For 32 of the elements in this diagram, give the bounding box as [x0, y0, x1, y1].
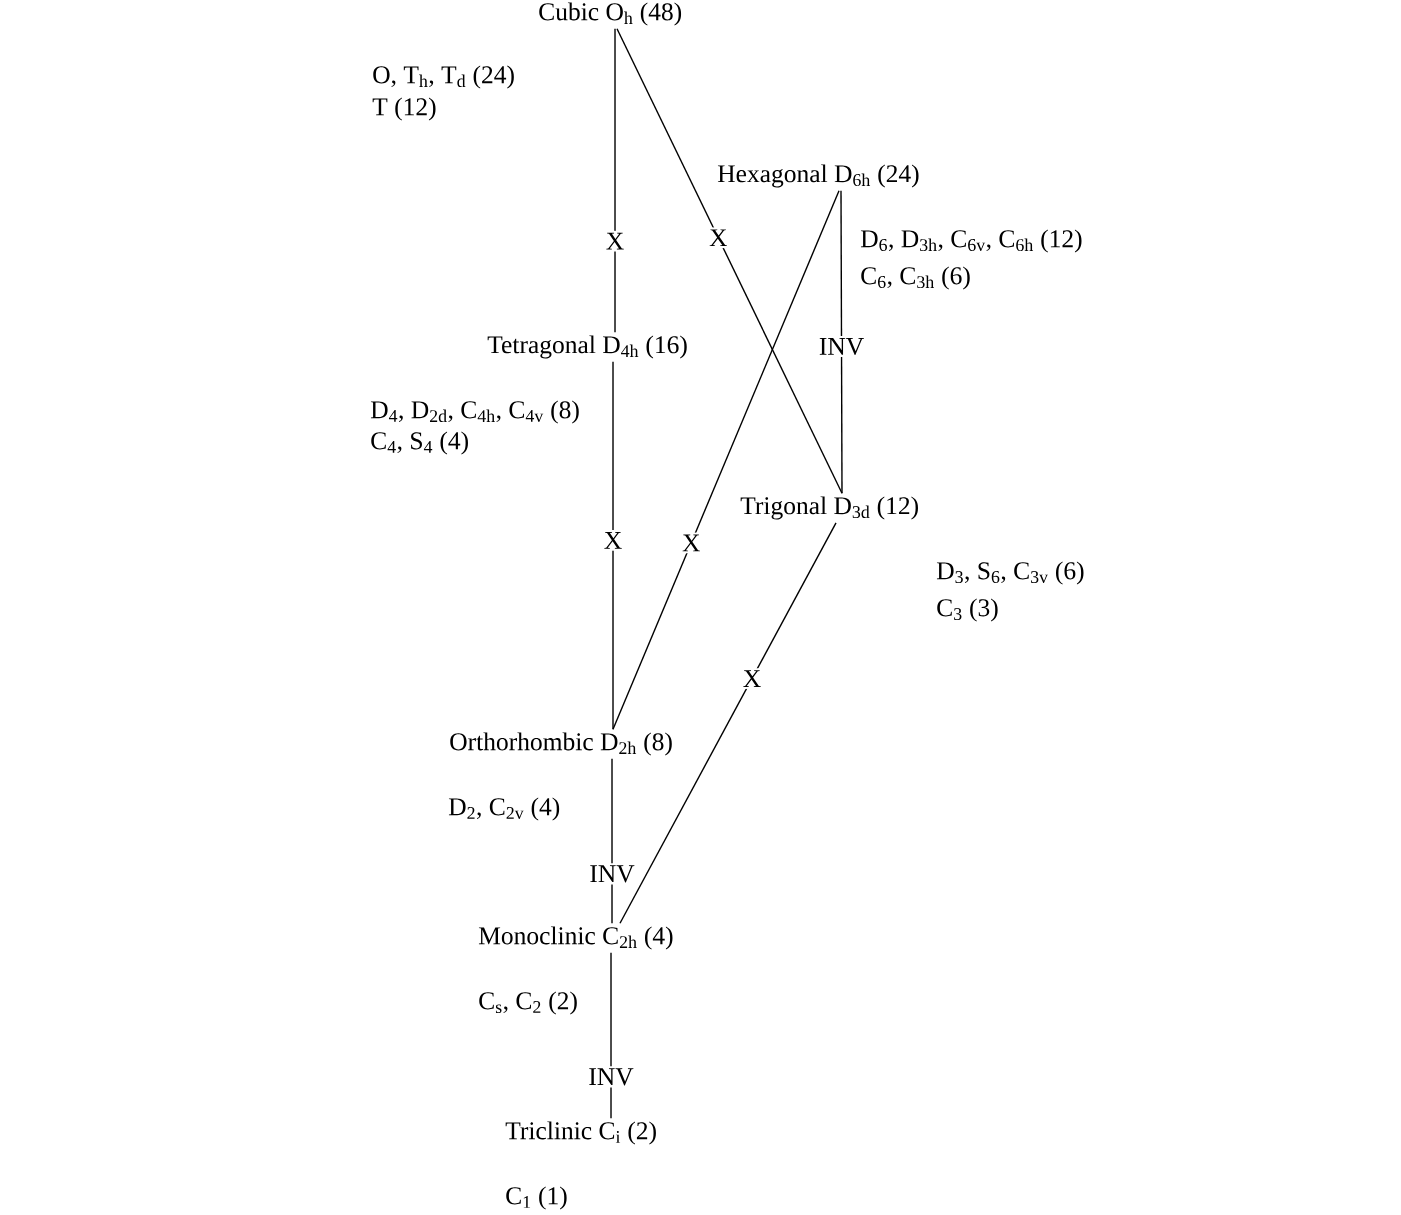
subgroup-label: D$_{3}$, S$_{6}$, C$_{3v}$ (6) [936, 561, 1084, 585]
edge-label: X [740, 668, 764, 689]
system-label: Trigonal D$_{3d}$ (12) [740, 496, 918, 520]
edge-label: INV [586, 1066, 636, 1088]
system-label: Monoclinic C$_{2h}$ (4) [478, 926, 673, 950]
system-label: Orthorhombic D$_{2h}$ (8) [450, 732, 672, 756]
subgroup-label: T (12) [372, 97, 436, 121]
edge-label: X [603, 230, 627, 252]
edge-label: INV [816, 336, 867, 358]
system-label: Hexagonal D$_{6h}$ (24) [717, 164, 919, 188]
system-label: Triclinic C$_{i}$ (2) [505, 1121, 656, 1145]
subgroup-label: D$_{6}$, D$_{3h}$, C$_{6v}$, C$_{6h}$ (12) [860, 229, 1082, 253]
subgroup-label: C$_{3}$ (3) [937, 598, 998, 622]
connector-line [614, 28, 616, 333]
connector-line [619, 522, 837, 924]
subgroup-label: C$_{1}$ (1) [506, 1186, 567, 1210]
subgroup-label: C$_{6}$, C$_{3h}$ (6) [861, 266, 970, 290]
subgroup-label: C$_{s}$, C$_{2}$ (2) [479, 991, 577, 1015]
edge-label: X [601, 530, 625, 551]
edge-label: X [680, 532, 703, 554]
subgroup-label: D$_{2}$, C$_{2v}$ (4) [448, 797, 560, 821]
connector-line [612, 190, 840, 730]
connector-line [616, 28, 843, 494]
subgroup-label: O, T$_{h}$, T$_{d}$ (24) [373, 65, 514, 89]
subgroup-label: D$_{4}$, D$_{2d}$, C$_{4h}$, C$_{4v}$ (8) [370, 400, 579, 424]
edge-label: INV [587, 863, 637, 885]
edge-label: X [707, 227, 730, 249]
connector-line [612, 361, 614, 730]
system-label: Tetragonal D$_{4h}$ (16) [487, 335, 687, 359]
subgroup-label: C$_{4}$, S$_{4}$ (4) [371, 431, 468, 455]
connector-line [840, 190, 843, 494]
system-label: Cubic O$_{h}$ (48) [539, 2, 682, 26]
